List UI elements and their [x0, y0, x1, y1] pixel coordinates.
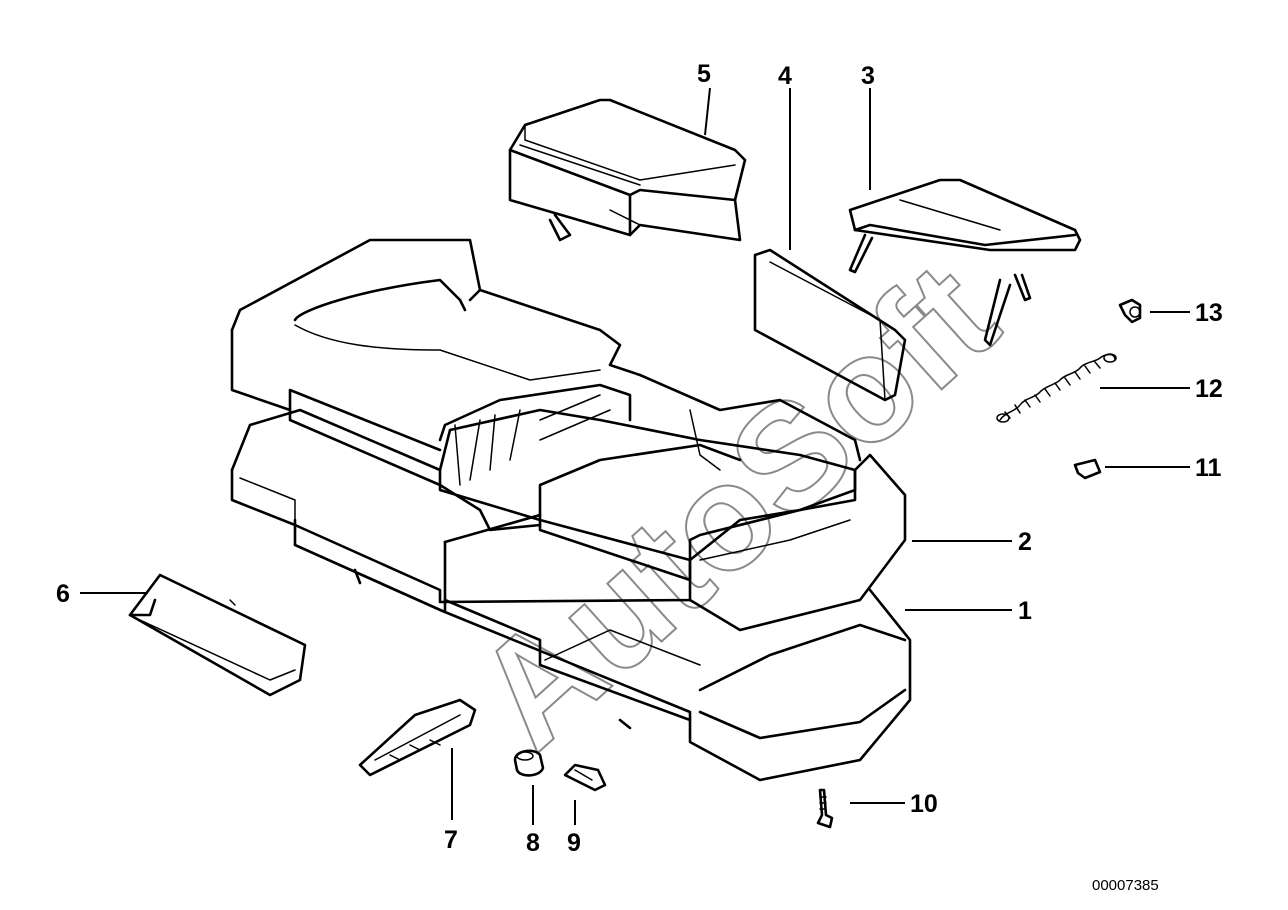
- leader-5: [704, 87, 711, 136]
- watermark-text: AutoSoft: [444, 231, 1027, 779]
- label-5: 5: [697, 60, 711, 88]
- part-1-seat-base[interactable]: [293, 518, 912, 782]
- part-13-clip-fastener[interactable]: [1118, 298, 1142, 324]
- label-11: 11: [1195, 454, 1222, 482]
- part-labels: 5 4 3 13 12 11 2 1 6 7 8 9 10: [56, 60, 1223, 857]
- part-backrest-upper[interactable]: [230, 238, 862, 582]
- part-3-headrest[interactable]: [848, 178, 1082, 347]
- part-9-bolt[interactable]: [563, 763, 607, 792]
- part-8-grommet[interactable]: [513, 749, 545, 777]
- label-10: 10: [910, 790, 938, 818]
- part-11-clip[interactable]: [1073, 458, 1102, 480]
- leader-lines: [80, 87, 1190, 825]
- label-12: 12: [1195, 375, 1223, 403]
- label-1: 1: [1018, 597, 1032, 625]
- part-7-bracket[interactable]: [358, 698, 477, 777]
- label-7: 7: [444, 826, 458, 854]
- part-6-flap[interactable]: [128, 573, 307, 697]
- label-2: 2: [1018, 528, 1032, 556]
- label-13: 13: [1195, 299, 1223, 327]
- part-4-side-cushion[interactable]: [753, 248, 907, 402]
- part-12-spring[interactable]: [996, 353, 1117, 423]
- part-5-headrest[interactable]: [508, 98, 747, 242]
- label-6: 6: [56, 580, 70, 608]
- document-number: 00007385: [1092, 877, 1159, 894]
- label-4: 4: [778, 62, 792, 90]
- label-3: 3: [861, 62, 875, 90]
- label-9: 9: [567, 829, 581, 857]
- label-8: 8: [526, 829, 540, 857]
- part-10-screw[interactable]: [816, 788, 834, 829]
